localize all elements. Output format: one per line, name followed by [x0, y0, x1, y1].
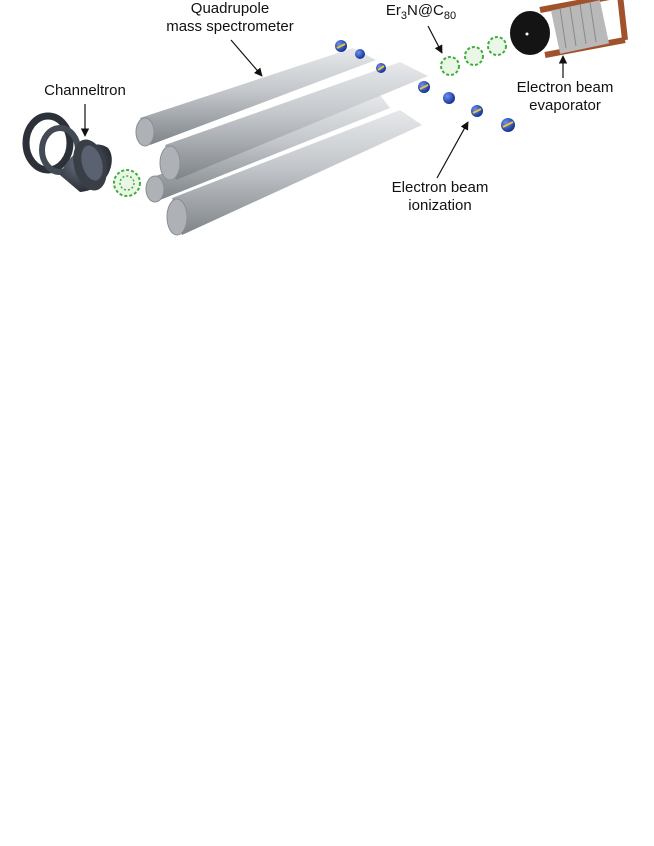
ion: [501, 118, 515, 132]
label-quadrupole: Quadrupole mass spectrometer: [150, 0, 310, 36]
label-ionization-line1: Electron beam: [391, 179, 489, 196]
label-ionization: Electron beam ionization: [380, 179, 500, 215]
arrow-quadrupole: [230, 39, 263, 77]
label-evaporator-line1: Electron beam: [516, 79, 614, 96]
fullerene-beam: [440, 36, 507, 76]
label-evaporator-line2: evaporator: [529, 97, 601, 114]
fullerene: [440, 56, 460, 76]
ions: [335, 40, 515, 132]
channeltron-detector: [22, 112, 112, 192]
fullerene-detected: [113, 169, 141, 197]
label-ionization-line2: ionization: [408, 197, 472, 214]
arrow-ionization: [436, 121, 469, 179]
label-evaporator: Electron beam evaporator: [505, 79, 625, 115]
ion: [443, 92, 455, 104]
molecule-sub2: 80: [443, 10, 457, 22]
ion: [355, 49, 365, 59]
arrow-molecule: [427, 25, 443, 54]
label-quadrupole-line2: mass spectrometer: [166, 18, 294, 35]
fullerene: [487, 36, 507, 56]
label-molecule: Er3N@C80: [371, 2, 471, 22]
rod-middle: [159, 62, 428, 181]
label-quadrupole-line1: Quadrupole: [190, 0, 270, 17]
ion: [471, 105, 483, 117]
rod-front: [166, 110, 422, 236]
quadrupole-rods: [135, 48, 428, 236]
fullerene: [464, 46, 484, 66]
ion: [376, 63, 386, 73]
molecule-prefix: Er: [385, 2, 401, 19]
evaporator: [510, 0, 628, 58]
rod-back-left: [135, 48, 376, 147]
rod-back-right: [145, 95, 390, 203]
ion: [418, 81, 430, 93]
label-channeltron: Channeltron: [30, 82, 140, 100]
molecule-mid: N@C: [406, 2, 444, 19]
label-channeltron-text: Channeltron: [44, 82, 126, 99]
annotation-arrows: [80, 25, 568, 179]
molecule-sub1: 3: [400, 10, 407, 22]
ion: [335, 40, 347, 52]
